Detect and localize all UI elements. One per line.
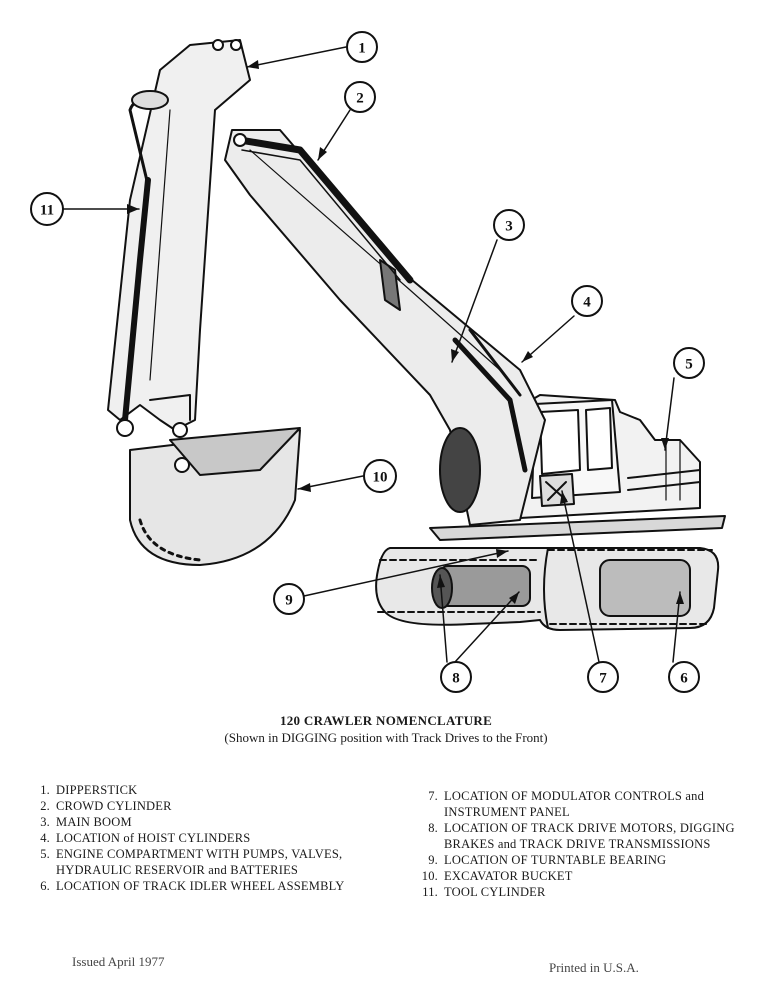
callout-10: 10: [363, 459, 397, 493]
callouts: 1 2 3 4 5 6 7 8 9 10 11: [30, 31, 705, 693]
legend-item: 10. EXCAVATOR BUCKET: [418, 868, 758, 884]
legend-item-number: 2.: [40, 799, 50, 813]
legend-item-text: DIPPERSTICK: [56, 783, 138, 797]
legend-left-column: 1. DIPPERSTICK 2. CROWD CYLINDER 3. MAIN BO…: [30, 782, 370, 894]
svg-text:4: 4: [583, 295, 591, 311]
legend-item-text: ENGINE COMPARTMENT WITH PUMPS, VALVES, H…: [56, 847, 343, 877]
callout-3: 3: [493, 209, 525, 241]
legend-item-number: 6.: [40, 879, 50, 893]
legend-item: 2. CROWD CYLINDER: [30, 798, 370, 814]
legend-item-number: 9.: [428, 853, 438, 867]
figure-caption: 120 CRAWLER NOMENCLATURE (Shown in DIGGI…: [0, 712, 772, 746]
main-boom: [224, 129, 546, 526]
svg-text:10: 10: [373, 470, 388, 486]
legend-item: 11. TOOL CYLINDER: [418, 884, 758, 900]
legend-item-text: LOCATION OF TRACK IDLER WHEEL ASSEMBLY: [56, 879, 345, 893]
legend-item-number: 10.: [421, 869, 438, 883]
legend-item-number: 5.: [40, 847, 50, 861]
legend-item-text: CROWD CYLINDER: [56, 799, 172, 813]
callout-9: 9: [273, 583, 305, 615]
legend-item: 6. LOCATION OF TRACK IDLER WHEEL ASSEMBLY: [30, 878, 370, 894]
excavator-bucket: [116, 394, 301, 566]
legend-item: 4. LOCATION of HOIST CYLINDERS: [30, 830, 370, 846]
legend-item-text: LOCATION OF TURNTABLE BEARING: [444, 853, 667, 867]
svg-text:8: 8: [452, 671, 460, 687]
legend-item-text: EXCAVATOR BUCKET: [444, 869, 573, 883]
svg-text:6: 6: [680, 671, 688, 687]
legend-item: 5. ENGINE COMPARTMENT WITH PUMPS, VALVES,…: [30, 846, 370, 878]
caption-subtitle: (Shown in DIGGING position with Track Dr…: [224, 730, 548, 745]
svg-text:2: 2: [356, 91, 364, 107]
legend-item: 1. DIPPERSTICK: [30, 782, 370, 798]
svg-text:11: 11: [40, 203, 54, 219]
legend-item-number: 4.: [40, 831, 50, 845]
legend-item-text: LOCATION OF TRACK DRIVE MOTORS, DIGGING …: [444, 821, 735, 851]
legend-item: 8. LOCATION OF TRACK DRIVE MOTORS, DIGGIN…: [418, 820, 758, 852]
leader-arrowheads: [127, 60, 684, 604]
legend-item-number: 11.: [422, 885, 438, 899]
legend-item-number: 7.: [428, 789, 438, 803]
tool-cylinder: [122, 90, 169, 423]
printed-notice: Printed in U.S.A.: [549, 960, 639, 975]
legend-item: 3. MAIN BOOM: [30, 814, 370, 830]
legend-item-number: 3.: [40, 815, 50, 829]
dipperstick: [107, 39, 251, 431]
legend-right-column: 7. LOCATION OF MODULATOR CONTROLS and INS…: [418, 788, 758, 900]
svg-text:1: 1: [358, 41, 366, 57]
leader-lines: [62, 46, 681, 663]
legend-item: 7. LOCATION OF MODULATOR CONTROLS and INS…: [418, 788, 758, 820]
legend-item-text: LOCATION OF MODULATOR CONTROLS and INSTR…: [444, 789, 705, 819]
callout-11: 11: [30, 192, 64, 226]
callout-5: 5: [673, 347, 705, 379]
svg-text:9: 9: [285, 593, 293, 609]
excavator-illustration: 1 2 3 4 5 6 7 8 9 10 11: [30, 31, 726, 693]
crowd-cylinder: [233, 133, 414, 284]
callout-6: 6: [668, 661, 700, 693]
legend-item-number: 1.: [40, 783, 50, 797]
upper-structure: [429, 394, 726, 541]
legend-item-text: TOOL CYLINDER: [444, 885, 546, 899]
svg-text:3: 3: [505, 219, 513, 235]
callout-4: 4: [571, 285, 603, 317]
callout-8: 8: [440, 661, 472, 693]
legend-item-number: 8.: [428, 821, 438, 835]
issued-date: Issued April 1977: [72, 954, 165, 969]
legend-item-text: LOCATION of HOIST CYLINDERS: [56, 831, 251, 845]
callout-1: 1: [346, 31, 378, 63]
callout-7: 7: [587, 661, 619, 693]
callout-2: 2: [344, 81, 376, 113]
svg-text:7: 7: [599, 671, 607, 687]
svg-text:5: 5: [685, 357, 693, 373]
crawler-tracks: [375, 547, 720, 631]
hoist-cylinders: [452, 328, 528, 473]
legend-item: 9. LOCATION OF TURNTABLE BEARING: [418, 852, 758, 868]
legend-item-text: MAIN BOOM: [56, 815, 132, 829]
caption-title: 120 CRAWLER NOMENCLATURE: [279, 713, 493, 728]
